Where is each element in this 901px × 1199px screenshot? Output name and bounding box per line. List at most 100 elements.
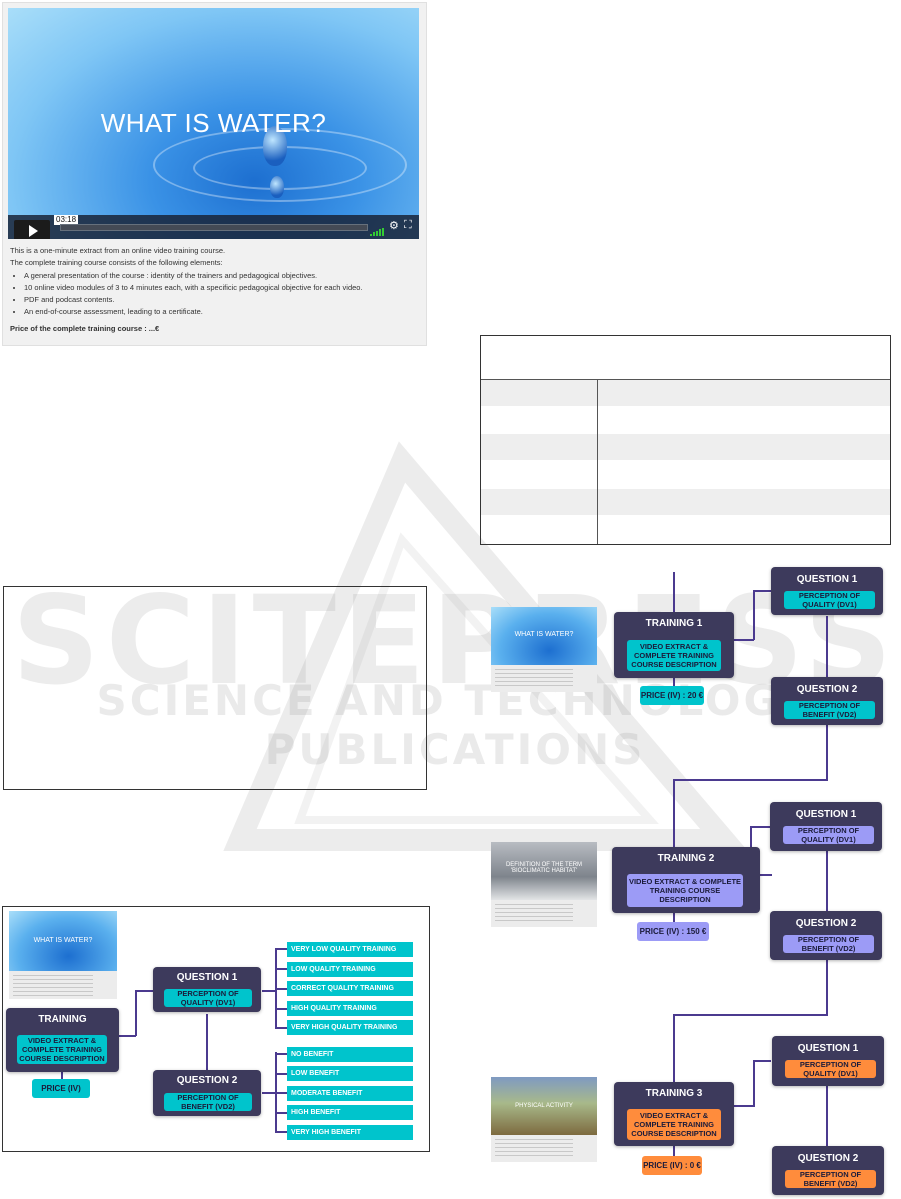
connector: [826, 960, 828, 1015]
question-description: PERCEPTION OF QUALITY (DV1): [783, 826, 874, 844]
training-2-description: VIDEO EXTRACT & COMPLETE TRAINING COURSE…: [627, 874, 743, 907]
connector: [275, 1073, 287, 1075]
question-label: QUESTION 2: [796, 684, 858, 695]
connector: [753, 1060, 755, 1107]
thumbnail-title: WHAT IS WATER?: [514, 631, 574, 638]
connector: [275, 948, 287, 950]
video-player[interactable]: WHAT IS WATER? 03:18 ⚙ ⛶: [8, 8, 419, 239]
question-2-description: PERCEPTION OF BENEFIT (VD2): [164, 1093, 252, 1111]
water-drop: [263, 126, 287, 166]
gear-icon[interactable]: ⚙: [389, 220, 399, 232]
training-description: VIDEO EXTRACT & COMPLETE TRAINING COURSE…: [17, 1035, 107, 1064]
question-description: PERCEPTION OF BENEFIT (VD2): [783, 935, 874, 953]
connector: [673, 779, 675, 849]
benefit-answer: NO BENEFIT: [287, 1047, 413, 1062]
connector: [275, 1131, 287, 1133]
connector: [673, 1014, 828, 1016]
connector: [275, 968, 287, 970]
quality-answer: VERY LOW QUALITY TRAINING: [287, 942, 413, 957]
connector: [734, 639, 754, 641]
connector: [262, 1092, 276, 1094]
course-elements-list: A general presentation of the course : i…: [10, 270, 420, 319]
price-3-tag: PRICE (IV) : 0 €: [642, 1156, 702, 1175]
connector: [760, 874, 772, 876]
connector: [673, 1146, 675, 1156]
question-1-description: PERCEPTION OF QUALITY (DV1): [164, 989, 252, 1007]
connector: [673, 572, 675, 614]
progress-track[interactable]: [60, 224, 368, 231]
benefit-answer: VERY HIGH BENEFIT: [287, 1125, 413, 1140]
thumbnail-image: [491, 607, 597, 665]
training-1-description: VIDEO EXTRACT & COMPLETE TRAINING COURSE…: [627, 640, 721, 671]
quality-answer: VERY HIGH QUALITY TRAINING: [287, 1020, 413, 1035]
connector: [275, 988, 287, 990]
question-label: QUESTION 2: [795, 918, 857, 929]
watermark-subtext: SCIENCE AND TECHNOLOGY PUBLICATIONS: [96, 676, 814, 774]
question-description: PERCEPTION OF QUALITY (DV1): [785, 1060, 876, 1078]
thumbnail-image: [491, 842, 597, 900]
price-text: Price of the complete training course : …: [10, 323, 160, 333]
question-label: QUESTION 1: [796, 574, 858, 585]
thumbnail-text: [495, 669, 573, 689]
thumbnail-title: PHYSICAL ACTIVITY: [515, 1103, 573, 1109]
quality-answer: HIGH QUALITY TRAINING: [287, 1001, 413, 1016]
thumbnail-title: WHAT IS WATER?: [33, 937, 93, 944]
video-time: 03:18: [54, 215, 79, 225]
list-item: An end-of-course assessment, leading to …: [24, 306, 420, 318]
connector: [673, 1014, 675, 1084]
connector: [826, 616, 828, 678]
thumbnail-text: [13, 975, 93, 997]
fullscreen-icon[interactable]: ⛶: [404, 219, 412, 231]
question-description: PERCEPTION OF QUALITY (DV1): [784, 591, 875, 609]
thumbnail-image: [9, 911, 117, 971]
thumbnail-image: [491, 1077, 597, 1135]
connector: [826, 851, 828, 913]
connector: [826, 725, 828, 780]
connector: [118, 1035, 136, 1037]
connector: [135, 990, 137, 1036]
list-item: PDF and podcast contents.: [24, 294, 420, 306]
empty-table: [480, 335, 891, 545]
watermark-text: SCITEPRESS: [11, 570, 899, 712]
benefit-answer: LOW BENEFIT: [287, 1066, 413, 1081]
connector: [275, 1027, 287, 1029]
connector: [734, 1105, 754, 1107]
connector: [753, 1060, 771, 1062]
connector: [275, 1092, 287, 1094]
connector: [262, 990, 276, 992]
thumbnail-text: [495, 904, 573, 924]
question-label: QUESTION 1: [795, 809, 857, 820]
connector: [275, 1008, 287, 1010]
diagram-frame: [2, 906, 430, 1152]
empty-frame: [3, 586, 427, 790]
video-thumbnail: PHYSICAL ACTIVITY: [491, 1077, 597, 1162]
thumbnail-text: [495, 1139, 573, 1159]
video-thumbnail: WHAT IS WATER?: [491, 607, 597, 692]
connector: [673, 678, 675, 688]
benefit-answer: MODERATE BENEFIT: [287, 1086, 413, 1101]
intro-text: This is a one-minute extract from an onl…: [10, 246, 226, 255]
connector: [673, 779, 828, 781]
list-item: 10 online video modules of 3 to 4 minute…: [24, 282, 420, 294]
video-title: WHAT IS WATER?: [100, 108, 327, 138]
connector: [826, 1086, 828, 1148]
connector: [753, 590, 755, 640]
connector: [275, 1112, 287, 1114]
question-description: PERCEPTION OF BENEFIT (VD2): [785, 1170, 876, 1188]
table-column-divider: [597, 380, 598, 544]
price-tag: PRICE (IV): [32, 1079, 90, 1098]
price-1-tag: PRICE (IV) : 20 €: [640, 686, 704, 705]
table-header-rule: [481, 379, 890, 380]
training-2-label: TRAINING 2: [657, 853, 715, 864]
volume-icon[interactable]: [370, 223, 384, 236]
question-label: QUESTION 2: [797, 1153, 859, 1164]
question-description: PERCEPTION OF BENEFIT (VD2): [784, 701, 875, 719]
consists-text: The complete training course consists of…: [10, 258, 223, 268]
question-label: QUESTION 1: [797, 1043, 859, 1054]
list-item: A general presentation of the course : i…: [24, 270, 420, 282]
training-label: TRAINING: [38, 1014, 87, 1025]
connector: [135, 990, 153, 992]
water-drop: [270, 176, 284, 198]
connector: [750, 826, 770, 828]
connector: [206, 1014, 208, 1072]
